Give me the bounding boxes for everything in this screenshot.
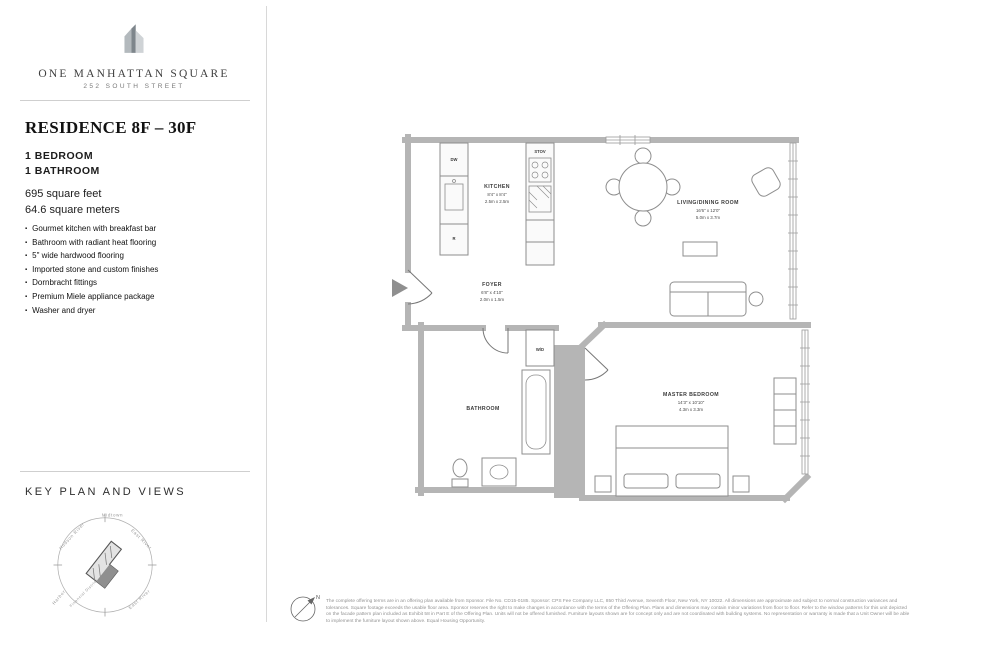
keyplan-ticks [53, 513, 157, 617]
bathroom-fixtures [451, 369, 551, 488]
coffee-table [682, 241, 718, 257]
bed-bath-block: 1 BEDROOM 1 BATHROOM [25, 149, 100, 179]
room-labels: KITCHEN 8'4" x 8'4" 2.5m x 2.5m FOYER 6'… [466, 184, 739, 412]
bedroom-label: MASTER BEDROOM [663, 392, 719, 398]
sidebar-divider-top [20, 100, 250, 101]
keyplan-building [85, 540, 123, 589]
area-block: 695 square feet 64.6 square meters [25, 186, 120, 218]
refrigerator-label: R [452, 236, 455, 241]
dining-chair [634, 147, 652, 165]
feature-item: Washer and dryer [25, 305, 250, 319]
armchair [751, 167, 781, 197]
keyplan-label-midtown: Midtown [102, 513, 123, 518]
bathtub [521, 369, 551, 455]
living-dim-ft: 16'6" x 12'0" [696, 208, 721, 213]
foyer-dim-m: 2.0m x 1.5m [480, 297, 504, 302]
brand-name: ONE MANHATTAN SQUARE [38, 68, 230, 80]
toilet [452, 458, 468, 478]
side-table [748, 291, 764, 307]
compass-north-label: N [316, 595, 320, 601]
plumbing-wall [554, 345, 585, 498]
feature-item: Dornbracht fittings [25, 277, 250, 291]
kitchen-counters [439, 142, 555, 266]
legal-disclaimer: The complete offering terms are in an of… [326, 599, 910, 625]
keyplan-label-east-river-2: East River [128, 588, 152, 610]
residence-title: RESIDENCE 8F – 30F [25, 118, 197, 137]
bedroom-furniture [594, 377, 797, 497]
sink [489, 464, 509, 480]
brand-block: ONE MANHATTAN SQUARE 252 SOUTH STREET [20, 22, 248, 90]
bedroom-door [584, 347, 609, 381]
kitchen-dim-ft: 8'4" x 8'4" [487, 192, 507, 197]
feature-item: Imported stone and custom finishes [25, 264, 250, 278]
feature-item: Premium Miele appliance package [25, 291, 250, 305]
feature-item: Gourmet kitchen with breakfast bar [25, 223, 250, 237]
foyer-label: FOYER [482, 282, 502, 288]
foyer-dim-ft: 6'8" x 4'10" [481, 290, 503, 295]
washer-dryer-label: W/D [536, 347, 544, 352]
living-label: LIVING/DINING ROOM [677, 200, 739, 206]
bathroom-label: BATHROOM [466, 406, 499, 412]
nightstand [732, 475, 750, 493]
kitchen-dim-m: 2.5m x 2.5m [485, 199, 509, 204]
dishwasher-label: DW [451, 157, 458, 162]
bedroom-dim-m: 4.3m x 3.3m [679, 407, 703, 412]
floor-plan: DW R STOV W/D [392, 134, 812, 504]
keyplan-diagram: Hudson River Midtown East River Financia… [51, 513, 157, 617]
nightstand [594, 475, 612, 493]
vertical-divider [266, 6, 267, 622]
pillow [675, 473, 721, 489]
feature-item: 5" wide hardwood flooring [25, 250, 250, 264]
windows [605, 135, 810, 475]
area-sqm: 64.6 square meters [25, 204, 120, 216]
oms-logo-icon [124, 24, 144, 53]
entry-door [407, 269, 433, 305]
dresser [773, 377, 797, 445]
walls [402, 134, 812, 504]
entry-arrow-icon [392, 279, 408, 297]
feature-item: Bathroom with radiant heat flooring [25, 237, 250, 251]
bedroom-dim-ft: 14'3" x 10'10" [678, 400, 705, 405]
dining-chair [634, 209, 652, 227]
area-sqft: 695 square feet [25, 188, 102, 200]
bathroom-door [482, 327, 509, 354]
living-furniture [605, 147, 781, 317]
bedroom-count: 1 BEDROOM [25, 150, 94, 162]
washer-dryer-closet [525, 329, 555, 367]
vanity [481, 457, 517, 487]
stove-label: STOV [534, 149, 546, 154]
feature-list: Gourmet kitchen with breakfast bar Bathr… [25, 223, 250, 318]
toilet-tank [451, 478, 469, 488]
kitchen-label: KITCHEN [484, 184, 510, 190]
brand-address: 252 SOUTH STREET [83, 83, 185, 90]
keyplan-label-financial: Financial District [69, 578, 99, 608]
keyplan-label-harbor: Harbor [51, 589, 66, 606]
dining-table [618, 162, 668, 212]
living-dim-m: 5.0m x 3.7m [696, 215, 720, 220]
pillow [623, 473, 669, 489]
compass-icon: N [290, 595, 320, 622]
keyplan-title: KEY PLAN AND VIEWS [25, 486, 186, 498]
sidebar-divider-bottom [20, 471, 250, 472]
keyplan-label-east-river-1: East River [130, 528, 153, 551]
bathroom-count: 1 BATHROOM [25, 165, 100, 177]
keyplan-label-hudson: Hudson River [58, 522, 86, 551]
